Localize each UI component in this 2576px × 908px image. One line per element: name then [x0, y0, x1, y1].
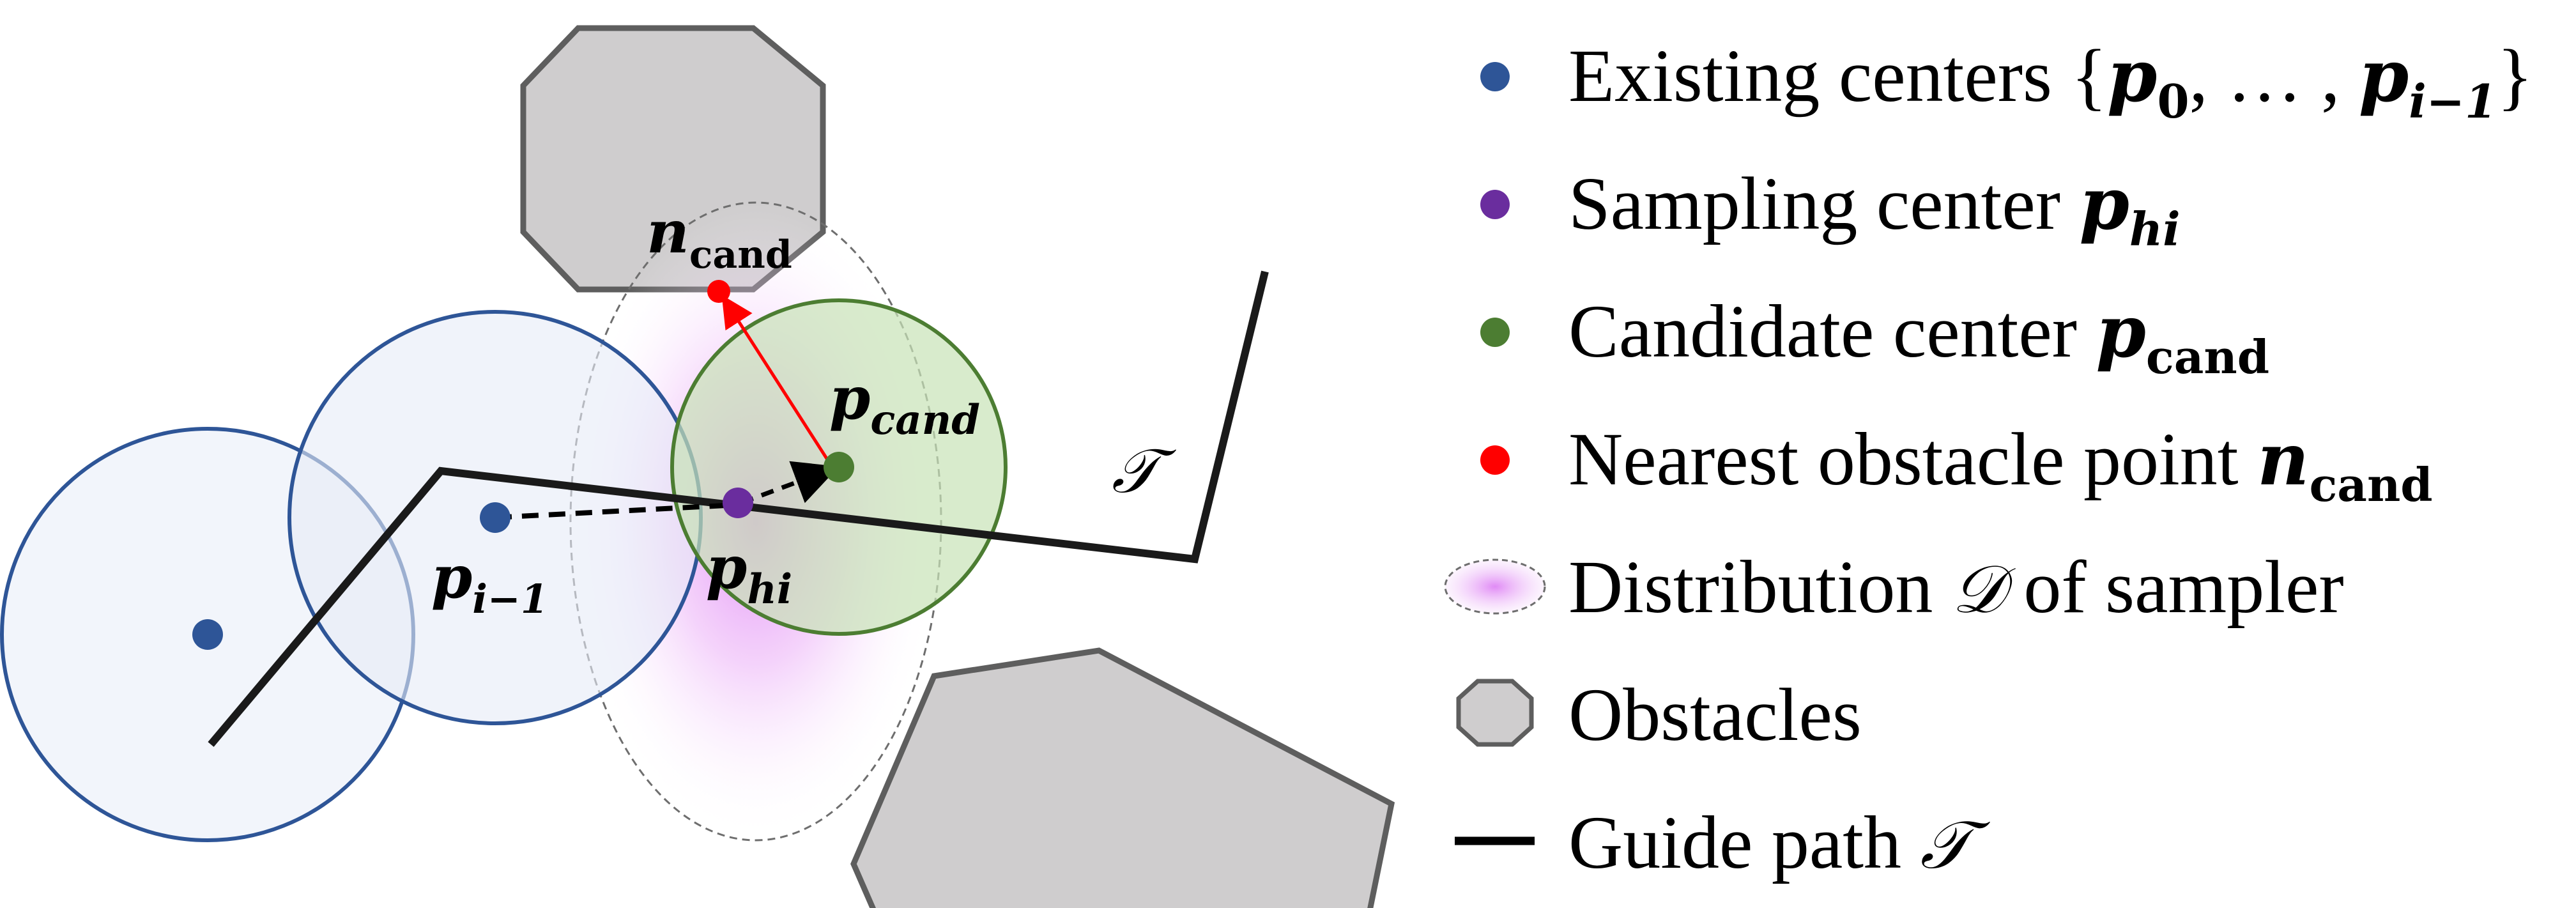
- legend-nearest-label: Nearest obstacle point ncand: [1568, 417, 2433, 512]
- existing-center-1: [480, 502, 510, 533]
- existing-center-0: [192, 619, 223, 650]
- guide-path-line: [208, 270, 1269, 747]
- dashed-arrow-hi-to-cand: [740, 461, 839, 505]
- legend-guide-label: Guide path 𝒯: [1568, 801, 1991, 884]
- legend-sampling-marker: [1480, 190, 1510, 219]
- label-p-hi: phi: [706, 533, 792, 613]
- legend-distribution-marker: [1444, 558, 1546, 615]
- label-n-cand: ncand: [647, 197, 792, 277]
- legend-distribution-label: Distribution 𝒟 of sampler: [1568, 545, 2344, 629]
- legend-existing-label: Existing centers {p0, … , pi−1}: [1568, 34, 2533, 128]
- legend-candidate-label: Candidate center pcand: [1568, 289, 2269, 384]
- legend-candidate-marker: [1480, 318, 1510, 347]
- nearest-obstacle-arrow: [721, 295, 832, 466]
- legend-nearest-marker: [1480, 445, 1510, 475]
- legend: Existing centers {p0, … , pi−1} Sampling…: [1444, 34, 2533, 884]
- sampling-center-point: [723, 488, 753, 518]
- legend-sampling-label: Sampling center phi: [1568, 162, 2181, 256]
- candidate-center-point: [824, 452, 854, 482]
- nearest-obstacle-point: [707, 280, 730, 303]
- label-guide-path: 𝒯: [1112, 435, 1177, 507]
- obstacle-bottom: [850, 647, 1395, 908]
- legend-obstacle-marker: [1456, 679, 1534, 747]
- legend-existing-marker: [1480, 62, 1510, 91]
- label-p-prev: pi−1: [431, 542, 548, 622]
- dashed-arrow-prev-to-hi: [494, 502, 739, 520]
- legend-obstacles-label: Obstacles: [1568, 673, 1862, 757]
- label-p-cand: pcand: [829, 364, 980, 444]
